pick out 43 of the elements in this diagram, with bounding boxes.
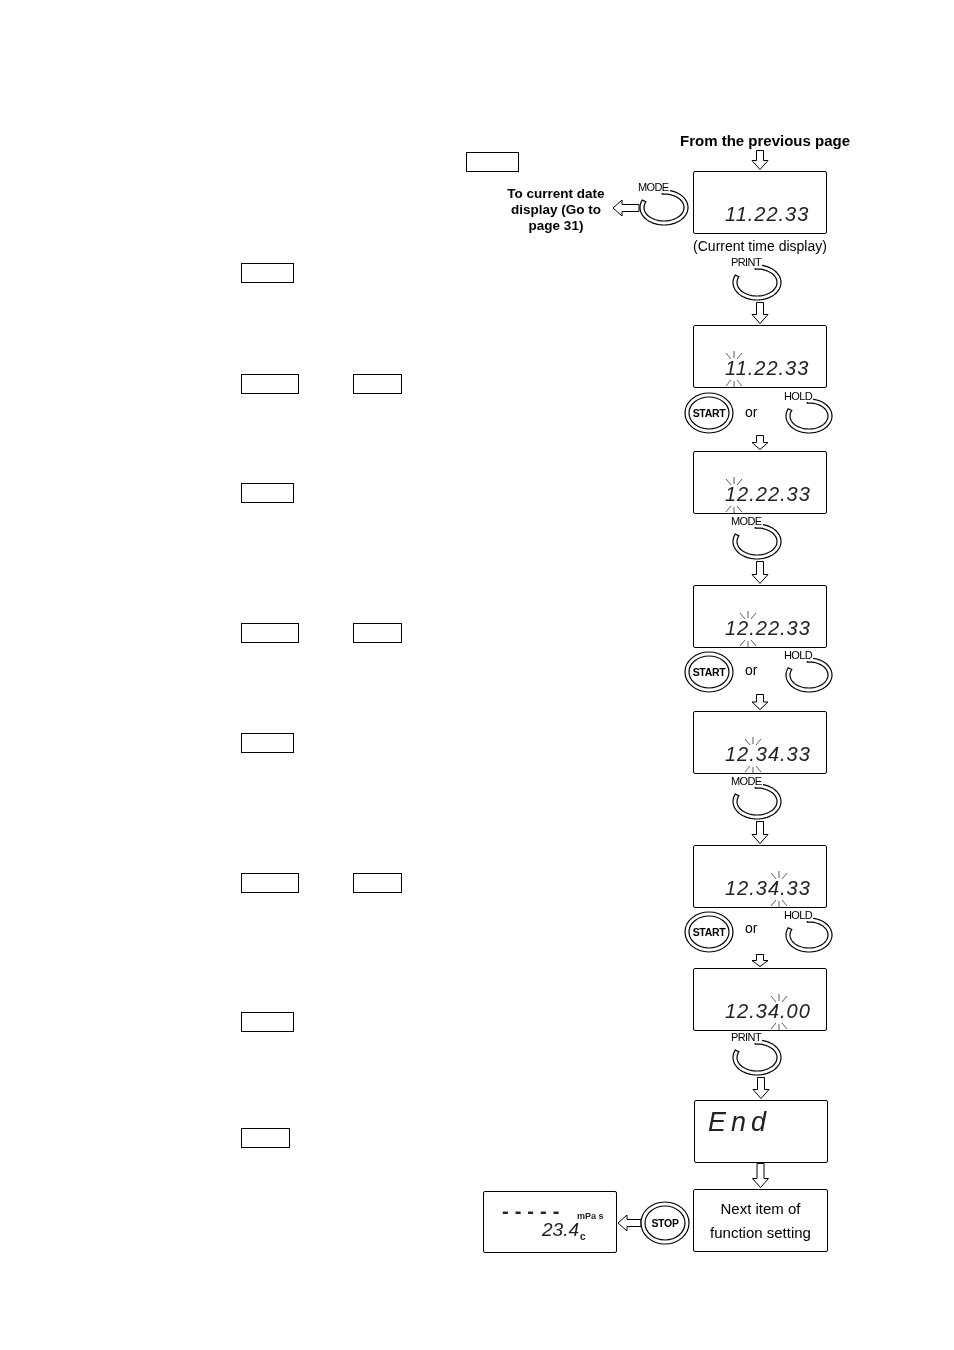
- display-readout: 12.22.33: [725, 617, 811, 639]
- key-button: START: [684, 911, 734, 953]
- hollow-arrow: [751, 821, 769, 844]
- note-text: From the previous page: [668, 131, 862, 150]
- display-readout: 23.4: [542, 1220, 579, 1241]
- lcd-display: [694, 1100, 828, 1163]
- lcd-display: [693, 845, 827, 908]
- display-readout: -----: [502, 1200, 566, 1222]
- hollow-arrow: [752, 1163, 769, 1188]
- or-text: or: [745, 404, 758, 421]
- display-readout: 12.34.33: [725, 877, 811, 899]
- hollow-arrow: [751, 435, 769, 450]
- hollow-arrow: [752, 1077, 770, 1099]
- display-readout: 12.22.33: [725, 483, 811, 505]
- process-box: Next item of function setting: [693, 1189, 828, 1252]
- lcd-display: [693, 171, 827, 234]
- lcd-display: [693, 711, 827, 774]
- hollow-arrow: [751, 954, 769, 967]
- hollow-arrow: [751, 150, 769, 170]
- hollow-arrow: [751, 694, 769, 710]
- key-button: STOP: [640, 1201, 690, 1245]
- note-text: To current date display (Go to page 31): [500, 186, 612, 238]
- key-button: START: [684, 651, 734, 693]
- display-readout: 11.22.33: [725, 357, 810, 379]
- caption-text: (Current time display): [692, 238, 828, 255]
- hollow-arrow: [751, 561, 769, 584]
- hollow-arrow: [617, 1214, 642, 1232]
- display-readout: 12.34.33: [725, 743, 811, 765]
- display-readout: 12.34.00: [725, 1000, 811, 1022]
- lcd-display: [693, 451, 827, 514]
- unit-text: mPa s: [577, 1212, 604, 1222]
- display-readout: End: [708, 1107, 772, 1137]
- hollow-arrow: [612, 199, 640, 217]
- lcd-display: [693, 968, 827, 1031]
- lcd-display: [693, 325, 827, 388]
- unit-text: c: [580, 1231, 586, 1242]
- lcd-display: [693, 585, 827, 648]
- or-text: or: [745, 920, 758, 937]
- hollow-arrow: [751, 302, 769, 324]
- or-text: or: [745, 662, 758, 679]
- lcd-display: [483, 1191, 617, 1253]
- display-readout: 11.22.33: [725, 203, 810, 225]
- key-button: START: [684, 392, 734, 434]
